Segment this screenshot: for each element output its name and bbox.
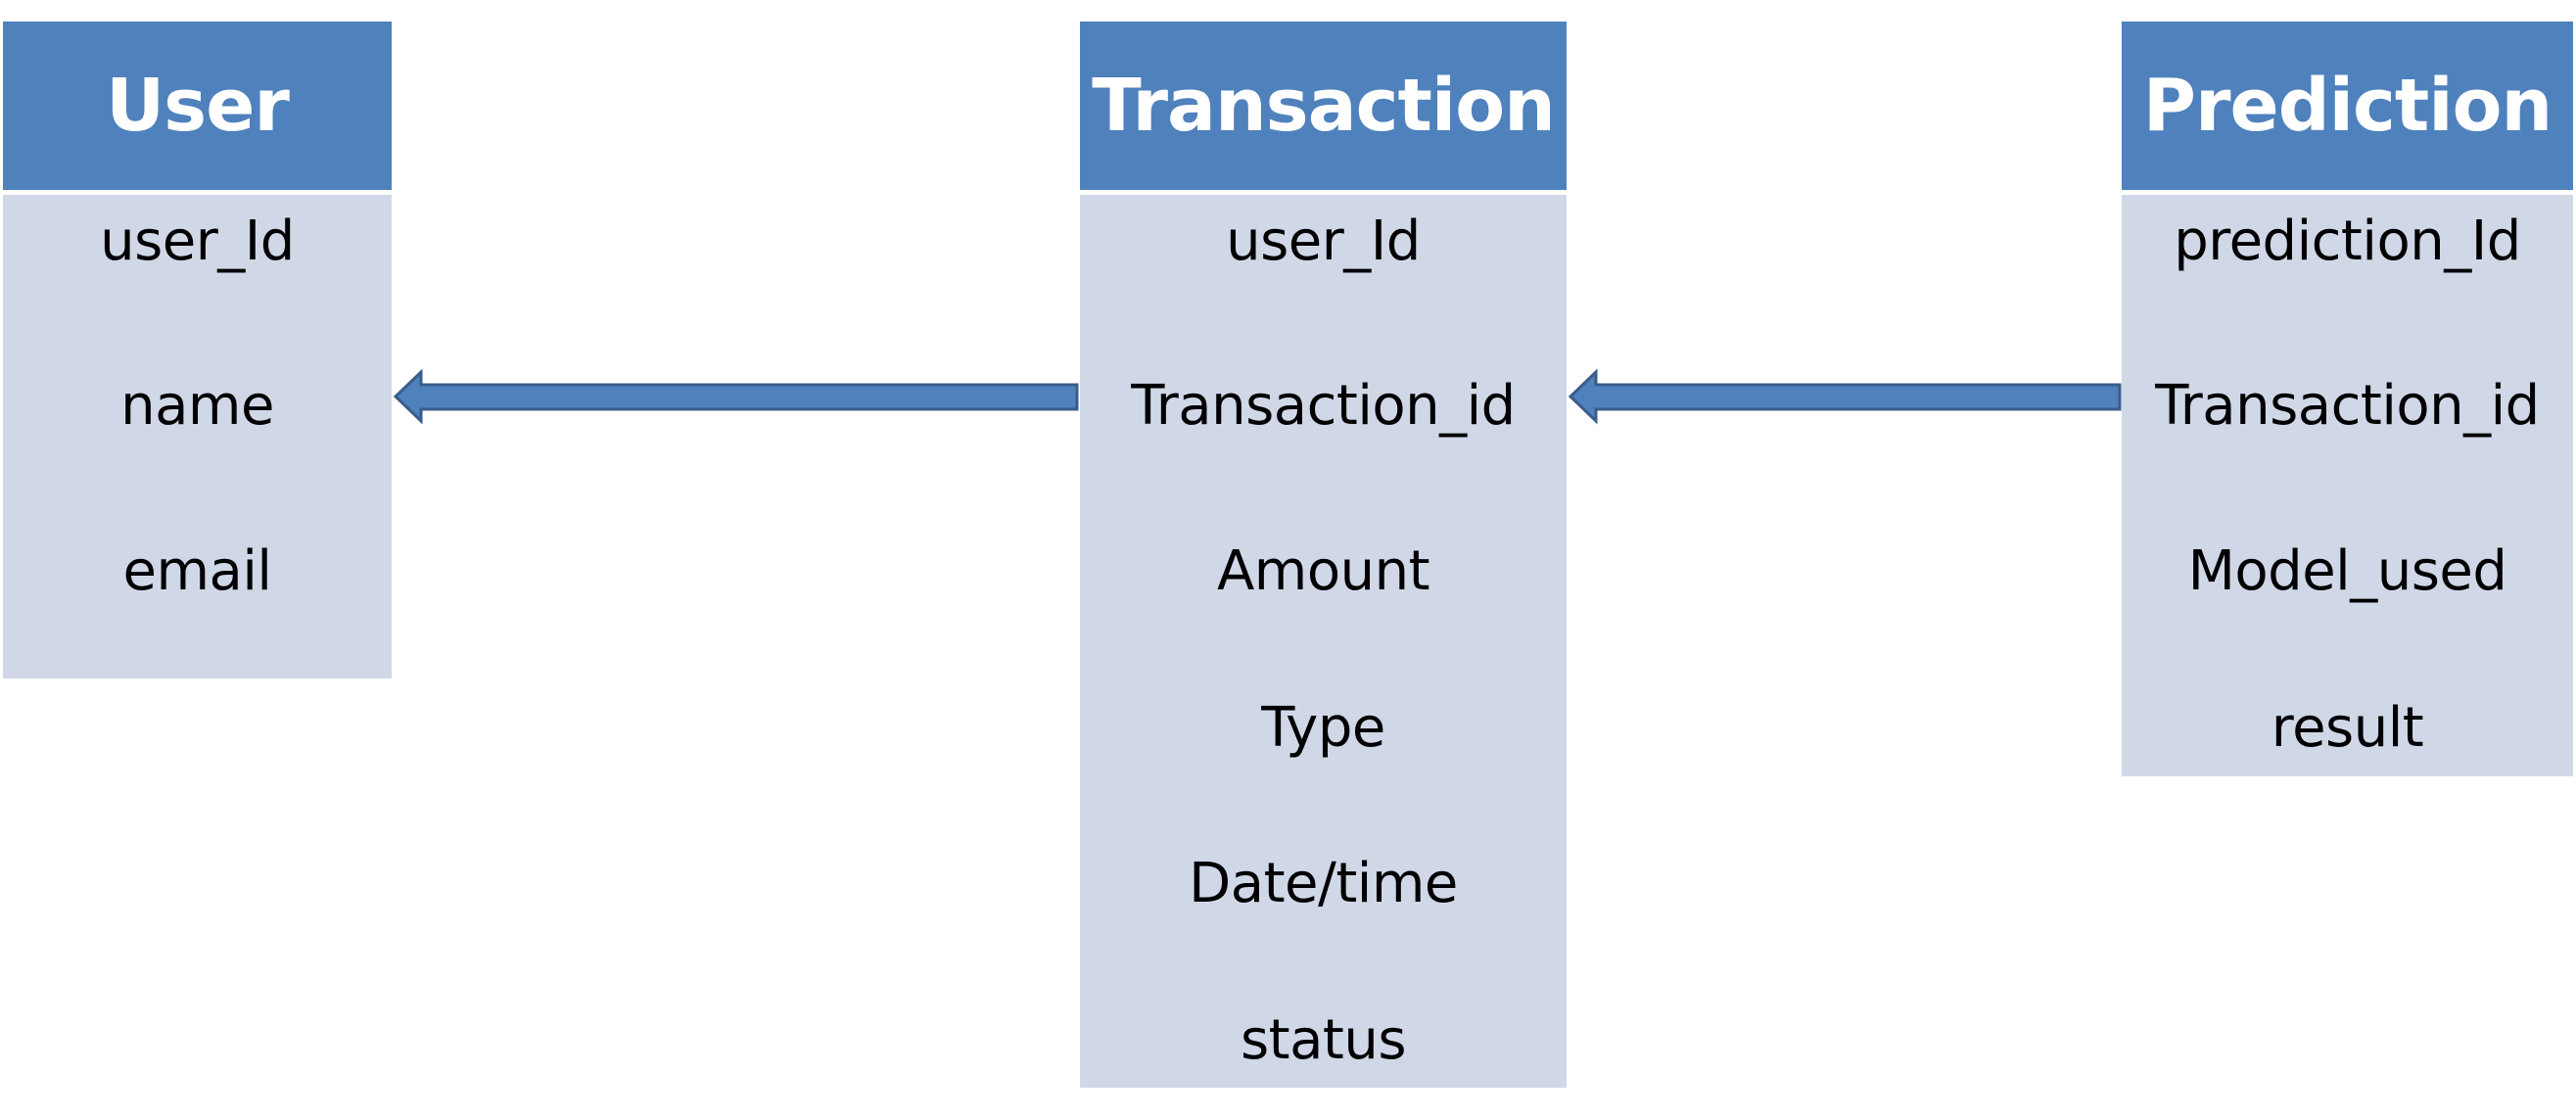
field-prediction-id: prediction_Id [2174,210,2521,273]
field-model-used: Model_used [2187,539,2507,603]
field-user-id: user_Id [1226,210,1421,273]
entity-transaction: Transaction user_Id Transaction_id Amoun… [1080,22,1567,1088]
entity-user: User user_Id name email [3,22,392,678]
field-transaction-id: Transaction_id [1131,374,1516,438]
entity-prediction-fields: prediction_Id Transaction_id Model_used … [2122,195,2573,776]
field-result: result [2271,696,2424,760]
field-email: email [122,539,272,603]
entity-prediction-title: Prediction [2122,22,2573,190]
entity-transaction-title: Transaction [1080,22,1567,190]
entity-prediction: Prediction prediction_Id Transaction_id … [2122,22,2573,776]
field-user-id: user_Id [100,210,295,273]
entity-user-fields: user_Id name email [3,195,392,678]
entity-user-title: User [3,22,392,190]
field-status: status [1240,1008,1407,1072]
arrow-prediction-to-transaction [1568,368,2122,425]
field-amount: Amount [1216,539,1430,603]
field-date-time: Date/time [1189,852,1458,915]
field-type: Type [1261,696,1385,760]
field-transaction-id: Transaction_id [2155,374,2540,438]
arrow-transaction-to-user [393,368,1079,425]
entity-transaction-fields: user_Id Transaction_id Amount Type Date/… [1080,195,1567,1088]
field-name: name [120,374,274,438]
